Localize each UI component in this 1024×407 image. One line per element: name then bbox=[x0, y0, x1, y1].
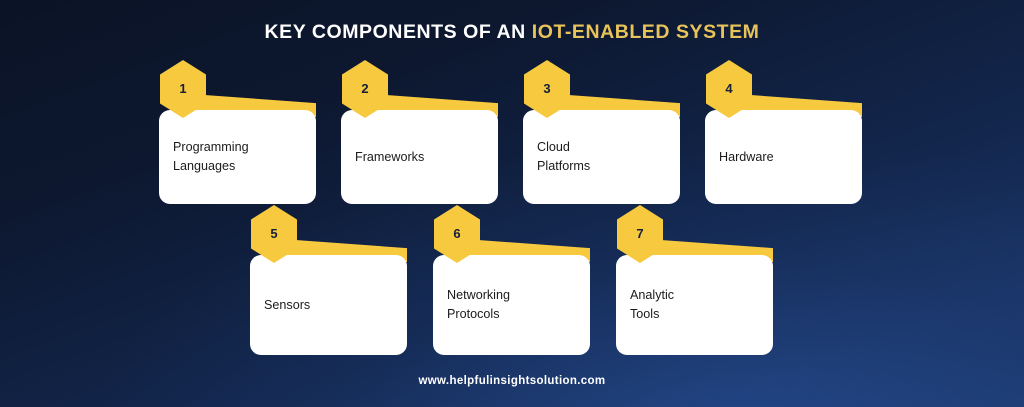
card-number: 6 bbox=[453, 225, 461, 241]
card-number: 1 bbox=[179, 80, 187, 96]
card-body: Frameworks bbox=[341, 110, 498, 204]
page-title-highlight: IOT-ENABLED SYSTEM bbox=[531, 21, 760, 43]
card-number: 3 bbox=[543, 80, 551, 96]
footer-url: www.helpfulinsightsolution.com bbox=[418, 375, 606, 387]
card-body: Sensors bbox=[250, 255, 407, 355]
card-label: Sensors bbox=[264, 297, 311, 312]
card-number-hexagon: 7 bbox=[617, 205, 663, 263]
card-number: 7 bbox=[636, 225, 644, 241]
card-number: 5 bbox=[270, 225, 278, 241]
card-number-hexagon: 4 bbox=[706, 60, 752, 118]
card-label: Frameworks bbox=[355, 149, 425, 164]
page-title-prefix: KEY COMPONENTS OF AN bbox=[264, 21, 532, 43]
card-label: Hardware bbox=[719, 149, 774, 164]
card-number-hexagon: 3 bbox=[524, 60, 570, 118]
card-number: 4 bbox=[725, 80, 733, 96]
card-body: Hardware bbox=[705, 110, 862, 204]
page-title: KEY COMPONENTS OF AN IOT-ENABLED SYSTEM bbox=[0, 21, 1024, 44]
card-number: 2 bbox=[361, 80, 369, 96]
card-number-hexagon: 1 bbox=[160, 60, 206, 118]
